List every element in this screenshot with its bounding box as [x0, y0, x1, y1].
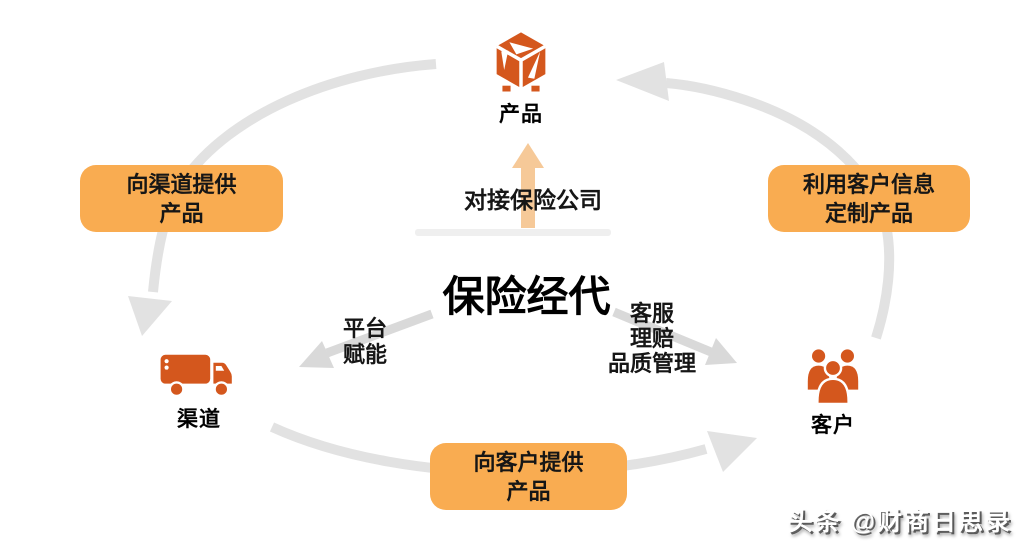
channel-label: 渠道 — [177, 408, 221, 431]
callout-line: 产品 — [159, 200, 204, 226]
platform-arrow-shaft — [325, 309, 434, 358]
arc-product-to-channel — [148, 59, 437, 293]
callout-line: 向客户提供 — [473, 449, 584, 475]
annotation-line: 品质管理 — [607, 351, 696, 376]
annotation-line: 理赔 — [629, 326, 674, 351]
service-arrow-head-icon — [705, 338, 737, 365]
arrowhead-to-product-icon — [616, 62, 669, 101]
watermark: 头条 @财商日思录 — [787, 508, 1012, 536]
annotation-line: 赋能 — [342, 342, 387, 367]
people-icon — [807, 349, 859, 404]
cube-icon — [495, 32, 547, 92]
platform-arrow-head-icon — [299, 341, 334, 368]
node-customer: 客户 — [778, 344, 888, 439]
callout-line: 定制产品 — [824, 200, 913, 226]
arrowhead-to-customer-icon — [707, 431, 757, 472]
up-arrow-shaft — [521, 162, 535, 228]
callout-line: 向渠道提供 — [126, 171, 237, 197]
diagram-title: 保险经代 — [442, 273, 611, 320]
annotation-line: 客服 — [629, 301, 674, 326]
callout-line: 利用客户信息 — [802, 171, 935, 197]
up-arrow-head-icon — [512, 143, 544, 168]
callout-provide-to-channel: 向渠道提供 产品 — [80, 165, 283, 232]
product-label: 产品 — [499, 103, 543, 126]
arc-customer-to-product — [665, 78, 895, 340]
callout-line: 产品 — [506, 478, 551, 504]
callout-provide-to-customer: 向客户提供 产品 — [430, 443, 627, 510]
annotation-line: 平台 — [342, 316, 387, 341]
arrowhead-to-channel-icon — [128, 296, 172, 336]
node-channel: 渠道 — [144, 350, 254, 433]
node-product: 产品 — [455, 32, 587, 128]
customer-label: 客户 — [811, 414, 855, 437]
customer-service-annotation: 客服 理赔 品质管理 — [592, 301, 712, 376]
truck-icon — [160, 354, 232, 398]
platform-enable-annotation: 平台 赋能 — [325, 316, 405, 368]
faded-artifact — [415, 229, 611, 236]
connect-insurers-annotation: 对接保险公司 — [464, 187, 602, 213]
callout-customize-products: 利用客户信息 定制产品 — [768, 165, 970, 232]
service-arrow-shaft — [612, 307, 713, 357]
